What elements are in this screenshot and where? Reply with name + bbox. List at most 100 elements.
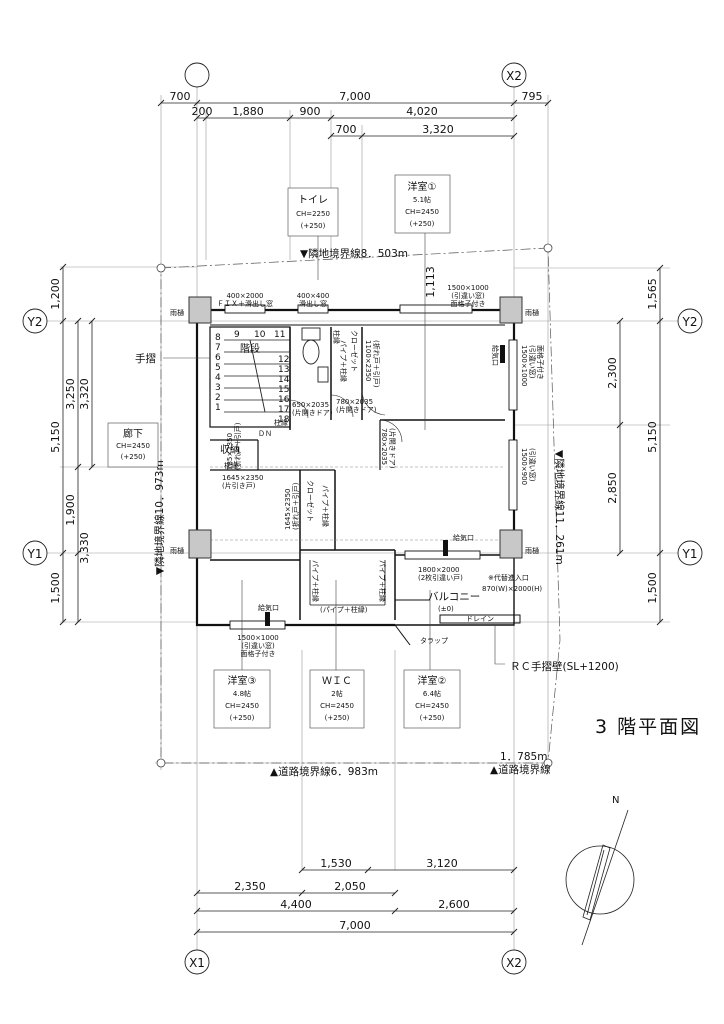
label-trap: タラップ	[420, 636, 448, 645]
toilet-fixture	[301, 327, 329, 383]
balcony-door-note: (2枚引違い戸)	[418, 573, 463, 582]
stair-treads	[224, 339, 290, 413]
stair-number: 13	[278, 365, 289, 375]
leader-rc-wall	[494, 625, 505, 665]
room-box-west2	[403, 669, 461, 729]
vent-label-1: 給気口	[491, 345, 500, 366]
stair-number: 5	[215, 363, 221, 373]
room-ch-west2: CH=2450	[415, 702, 449, 710]
win-top-right-note1: (引違い窓)	[451, 291, 485, 300]
dim-bottom2-0: 2,350	[234, 880, 266, 893]
boundary-south-east: ▲道路境界線	[490, 763, 551, 776]
boundary-markers	[156, 243, 553, 768]
win-top-right-note2: 面格子付き	[451, 299, 486, 308]
dim-top1-0: 700	[170, 90, 191, 103]
grid-lines	[35, 85, 690, 950]
pipe-shaft-label-2: パイプ＋柱縁	[321, 485, 330, 527]
label-alt-entry: ※代替進入口	[488, 573, 529, 582]
room-name-west2: 洋室②	[418, 674, 447, 687]
room-h-wic: (+250)	[325, 714, 350, 722]
boundary-north: ▼隣地境界線8．503m	[300, 247, 408, 260]
grid-label-y2-right: Y2	[682, 315, 698, 329]
balcony-rail	[394, 599, 521, 646]
vent-label-3: 給気口	[258, 603, 279, 612]
room-box-toilet	[287, 187, 339, 237]
label-dn: ＤＮ	[258, 430, 272, 438]
dim-left-mid-1: 1,900	[64, 494, 77, 526]
pipe-shaft-label-3: パイプ＋柱縁	[311, 560, 320, 602]
room-name-wic: ＷＩＣ	[322, 676, 352, 687]
rain-gutter-2: 雨樋	[525, 308, 539, 317]
label-handrail: 手摺	[135, 352, 156, 365]
label-drain: ドレイン	[466, 615, 494, 623]
room-ch-west1: CH=2450	[405, 208, 439, 216]
pillar-label-2: 柱縁	[274, 418, 288, 427]
dim-right-outer-1: 5,150	[646, 421, 659, 453]
dimension-lines	[62, 102, 661, 933]
east-win1-note2: 面格子付き	[536, 345, 545, 380]
east-win1-note1: (引違い窓)	[528, 345, 537, 379]
dim-top1-1: 7,000	[339, 90, 371, 103]
room-box-west1	[394, 174, 451, 234]
dim-top2-0: 200	[192, 105, 213, 118]
dim-right-inner-1: 2,850	[606, 472, 619, 504]
closet-word-1: クローゼット	[350, 330, 359, 372]
dim-top2-3: 4,020	[406, 105, 438, 118]
stair-number: 12	[278, 355, 289, 365]
dim-right-outer-0: 1,565	[646, 278, 659, 310]
grid-label-y1-right: Y1	[682, 547, 698, 561]
closet3-size: 1645×2350	[284, 489, 292, 531]
stair-number: 2	[215, 393, 221, 403]
dim-top3-1: 3,320	[422, 123, 454, 136]
win-bottom-note1: (引違い窓)	[241, 641, 275, 650]
door-west1-note: (片開きドア)	[336, 405, 377, 414]
dim-top2-1: 1,880	[232, 105, 264, 118]
grid-label-x2-bottom: X2	[506, 956, 522, 970]
door-toilet-size: 650×2035	[292, 401, 329, 409]
dim-right-outer-2: 1,500	[646, 572, 659, 604]
dim-top1-2: 795	[522, 90, 543, 103]
stair-number: 11	[274, 330, 285, 340]
rain-gutter-1: 雨樋	[170, 308, 184, 317]
dim-top2-2: 900	[300, 105, 321, 118]
dim-left-mid-2: 3,330	[78, 532, 91, 564]
room-area-west2: 6.4帖	[423, 689, 441, 698]
boundary-east: ▼隣地境界線11．261m	[553, 450, 566, 565]
dim-bottom3-1: 2,600	[438, 898, 470, 911]
label-balcony-level: (±0)	[438, 605, 454, 613]
grid-label-y1-left: Y1	[27, 547, 43, 561]
dim-left-outer-2: 1,500	[49, 572, 62, 604]
room-h-toilet: (+250)	[301, 222, 326, 230]
win-bottom-note2: 面格子付き	[241, 649, 276, 658]
boundary-south: ▲道路境界線6．983m	[270, 765, 378, 778]
windows	[224, 304, 518, 630]
dim-left-mid-0: 3,250	[64, 378, 77, 410]
room-area-wic: 2帖	[331, 689, 342, 698]
stair-number: 7	[215, 343, 221, 353]
room-ch-wic: CH=2450	[320, 702, 354, 710]
dim-bottom3-0: 4,400	[280, 898, 312, 911]
grid-label-x1-bottom: X1	[189, 956, 205, 970]
room-box-wic	[309, 669, 365, 729]
stair-number: 18	[278, 415, 290, 425]
dim-left-inner: 3,320	[78, 378, 91, 410]
grid-markers	[22, 62, 703, 975]
stair-number: 14	[278, 375, 290, 385]
room-name-toilet: トイレ	[298, 195, 328, 206]
pipe-shaft-label-5: (パイプ＋柱縁)	[320, 605, 368, 614]
pillar-label-1: 柱縁	[224, 461, 238, 470]
label-storage: 収納	[220, 443, 240, 456]
room-ch-toilet: CH=2250	[296, 210, 330, 218]
door-west2-size: 780×2035	[380, 428, 388, 465]
label-rc-wall: ＲＣ手摺壁(SL+1200)	[510, 660, 619, 673]
closet1-size: 1100×2350	[364, 340, 372, 382]
boundary-lines	[160, 247, 561, 764]
storage-door-size: 785×2350	[226, 433, 234, 470]
dim-top-1113: 1,113	[424, 266, 437, 298]
room-box-hall	[107, 422, 159, 468]
boundary-south-east-length: 1．785m	[500, 751, 547, 763]
pillar-label-3: 柱縁	[332, 330, 341, 344]
drawing-title: 3 階平面図	[595, 716, 701, 738]
hall-door-note: (片引き戸)	[222, 481, 256, 490]
